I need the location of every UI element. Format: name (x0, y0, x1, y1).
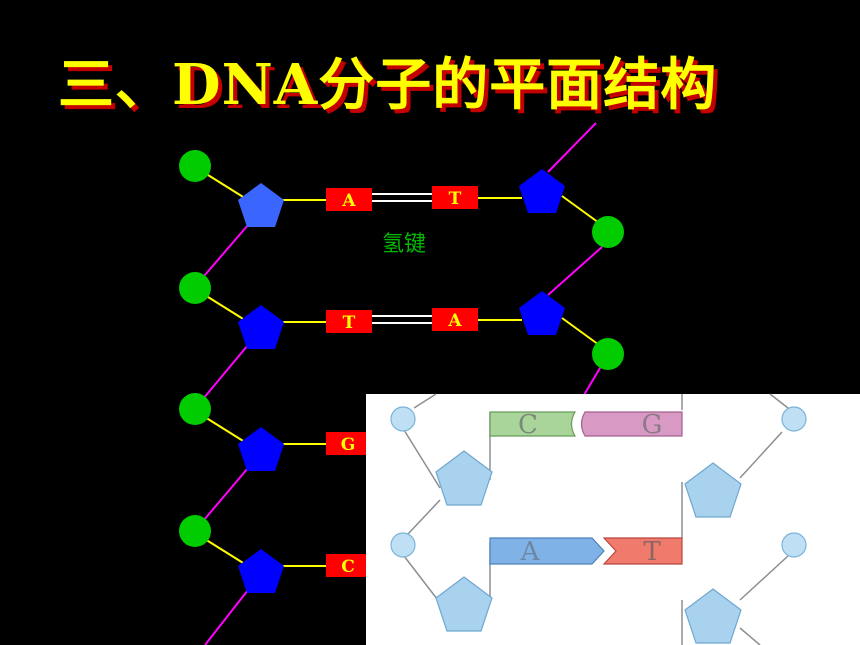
base-left-1-label: A (341, 191, 356, 211)
inset-diagram: C G A T (366, 393, 860, 645)
link-left-4 (199, 535, 249, 567)
backbone-right-2 (583, 367, 601, 396)
sugar-left-3 (238, 427, 284, 471)
base-left-2 (326, 310, 372, 333)
inset-backbone-11 (769, 393, 789, 409)
phosphate-right-2 (592, 338, 624, 370)
sugar-right-1 (519, 169, 565, 213)
hydrogen-bond-1 (372, 193, 432, 202)
base-right-2-label: A (447, 311, 462, 331)
base-right-2 (432, 308, 478, 331)
page-title: 三、DNA分子的平面结构 (58, 52, 718, 118)
dna-ladder-main: A T G C T A 氢键 (179, 122, 624, 645)
inset-sugar-2 (435, 576, 493, 632)
inset-backbone-3 (407, 499, 441, 535)
inset-sugar-3 (684, 462, 742, 518)
backbone-left-1 (197, 224, 249, 284)
base-right-1 (432, 186, 478, 209)
inset-base-a (489, 537, 605, 565)
backbone-right-0 (547, 122, 597, 173)
base-left-4-label: C (341, 557, 355, 577)
base-right-1-label: T (449, 189, 462, 209)
phosphate-left-4 (179, 515, 211, 547)
inset-base-g (580, 411, 683, 437)
hydrogen-bond-2 (372, 315, 432, 324)
inset-phosphate-1 (390, 406, 416, 432)
base-left-1 (326, 188, 372, 211)
hydrogen-bond-label: 氢键 (382, 232, 426, 257)
inset-sugar-1 (435, 450, 493, 506)
inset-backbone-12 (739, 555, 789, 601)
backbone-left-4 (204, 589, 249, 645)
link-left-3 (199, 413, 249, 445)
inset-base-t (602, 537, 683, 565)
base-left-4 (326, 554, 366, 577)
inset-backbone-2 (403, 429, 441, 489)
sugar-left-4 (238, 549, 284, 593)
inset-sugar-4 (684, 588, 742, 644)
sugar-left-2 (238, 305, 284, 349)
sugar-right-2 (519, 291, 565, 335)
phosphate-left-3 (179, 393, 211, 425)
phosphate-left-1 (179, 150, 211, 182)
phosphate-left-2 (179, 272, 211, 304)
inset-phosphate-3 (781, 406, 807, 432)
inset-base-a-label: A (520, 537, 541, 567)
phosphate-right-1 (592, 216, 624, 248)
inset-phosphate-4 (781, 532, 807, 558)
inset-base-c (489, 411, 577, 437)
inset-base-g-label: G (642, 410, 663, 440)
inset-backbone-13 (739, 627, 761, 645)
inset-phosphate-2 (390, 532, 416, 558)
base-left-3 (326, 432, 366, 455)
backbone-left-2 (197, 344, 249, 406)
base-left-3-label: G (341, 435, 356, 455)
inset-base-t-label: T (643, 537, 661, 567)
inset-backbone-1 (413, 393, 437, 409)
backbone-right-1 (547, 246, 603, 296)
sugar-left-1 (238, 183, 284, 227)
backbone-left-3 (197, 467, 249, 528)
inset-backbone-10 (739, 431, 783, 479)
base-left-2-label: T (343, 313, 356, 333)
inset-base-c-label: C (518, 410, 538, 440)
